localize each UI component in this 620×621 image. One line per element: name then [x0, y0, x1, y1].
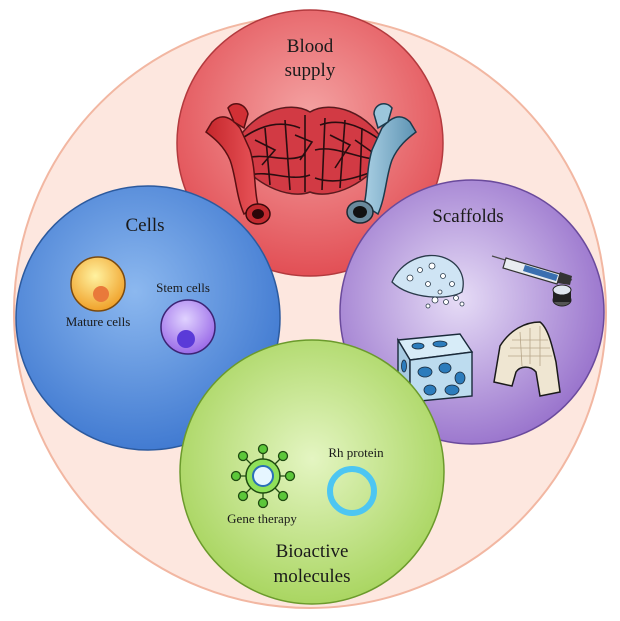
powder-icon: [391, 254, 465, 309]
stem-cells-label: Stem cells: [156, 280, 210, 295]
blood-supply-title-line1: Blood: [287, 36, 334, 57]
stem-cell-icon: [160, 299, 216, 355]
bioactive-title-line2: molecules: [273, 566, 350, 587]
capillary-network-icon: [231, 106, 389, 195]
gene-therapy-label: Gene therapy: [227, 511, 297, 526]
scaffolds-circle: Scaffolds: [339, 179, 605, 445]
bone-scaffold-icon: [493, 321, 561, 397]
gene-therapy-icon: [230, 443, 296, 509]
rh-protein-label: Rh protein: [328, 445, 384, 460]
blood-supply-circle: Blood supply: [176, 9, 444, 277]
porous-block-icon: [396, 333, 474, 405]
vein-icon: [346, 103, 417, 224]
bioactive-molecules-circle: Bioactive molecules Gene therapy Rh prot…: [179, 339, 445, 605]
blood-supply-title-line2: supply: [285, 60, 336, 81]
mature-cell-icon: [70, 256, 126, 312]
syringe-icon: [491, 255, 573, 307]
artery-icon: [205, 103, 271, 225]
cells-title: Cells: [125, 215, 164, 236]
scaffolds-title: Scaffolds: [432, 206, 503, 227]
mature-cells-label: Mature cells: [66, 314, 131, 329]
rh-protein-icon: [327, 466, 377, 516]
bioactive-title-line1: Bioactive: [276, 541, 349, 562]
